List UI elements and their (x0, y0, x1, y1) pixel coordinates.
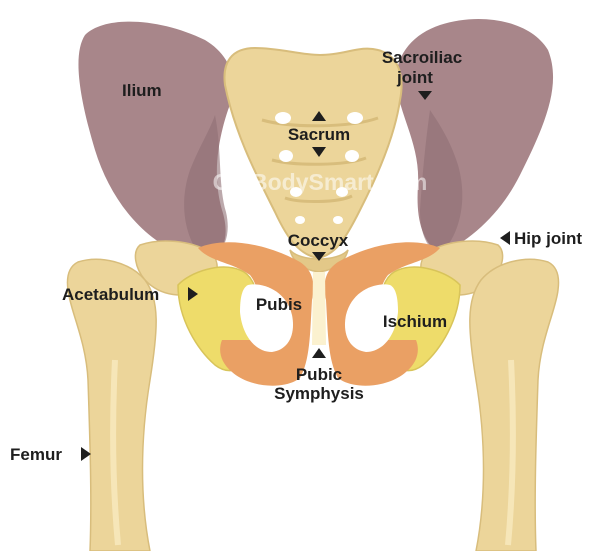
sacral-foramen (347, 112, 363, 124)
watermark-text: GetBodySmart.com (213, 169, 428, 195)
label-hip-joint: Hip joint (514, 229, 582, 248)
label-pubis: Pubis (256, 295, 302, 314)
label-ischium: Ischium (383, 312, 447, 331)
sacral-foramen (275, 112, 291, 124)
label-pubic-symphysis-line2: Symphysis (274, 384, 364, 403)
label-coccyx: Coccyx (288, 231, 349, 250)
sacral-foramen (333, 216, 343, 224)
sacral-foramen (295, 216, 305, 224)
label-sacroiliac-line1: Sacroiliac (382, 48, 462, 67)
label-acetabulum: Acetabulum (62, 285, 159, 304)
sacral-foramen (345, 150, 359, 162)
pubic-symphysis-arrow-icon (312, 348, 326, 358)
pubic-symphysis (312, 272, 326, 345)
sacrum (224, 48, 401, 258)
label-pubic-symphysis-line1: Pubic (296, 365, 342, 384)
label-sacroiliac-line2: joint (396, 68, 433, 87)
label-sacrum: Sacrum (288, 125, 350, 144)
label-ilium: Ilium (122, 81, 162, 100)
hip-joint-arrow-icon (500, 231, 510, 245)
sacral-foramen (279, 150, 293, 162)
label-femur: Femur (10, 445, 62, 464)
